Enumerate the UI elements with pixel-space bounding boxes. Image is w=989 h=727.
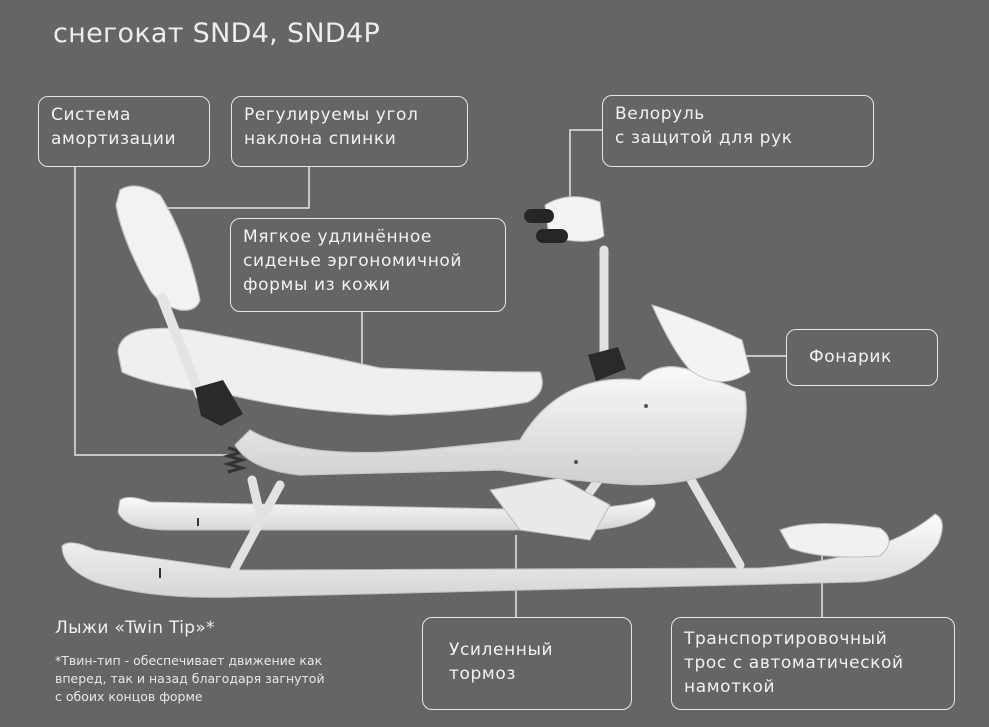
brake xyxy=(489,477,611,541)
headlight-cowl xyxy=(651,304,751,382)
callout-backrest: Регулируемы угол наклона спинки xyxy=(231,96,468,167)
callout-line: наклона спинки xyxy=(244,129,397,149)
page-title: снегокат SND4, SND4P xyxy=(53,18,381,49)
callout-line: амортизации xyxy=(51,129,177,149)
callout-seat: Мягкое удлинённое сиденье эргономичной ф… xyxy=(230,218,506,312)
callout-line: Транспортировочный xyxy=(684,629,888,649)
steering-clamp xyxy=(588,347,626,381)
callout-line: Мягкое удлинённое xyxy=(243,227,432,247)
callout-handlebar: Велоруль с защитой для рук xyxy=(602,95,874,167)
callout-line: формы из кожи xyxy=(243,275,391,295)
callout-line: сиденье эргономичной xyxy=(243,251,463,271)
skis-footnote: *Твин-тип - обеспечивает движение как вп… xyxy=(55,652,395,706)
callout-line: Регулируемы угол xyxy=(244,105,419,125)
right-grip xyxy=(536,229,568,243)
footnote-line: вперед, так и назад благодаря загнутой xyxy=(55,671,325,686)
backrest xyxy=(115,185,201,311)
callout-line: Фонарик xyxy=(809,347,892,367)
footnote-line: с обоих концов форме xyxy=(55,689,203,704)
callout-suspension: Система амортизации xyxy=(38,96,210,167)
footnote-line: *Твин-тип - обеспечивает движение как xyxy=(55,653,323,668)
chassis xyxy=(234,366,747,486)
callout-line: тормоз xyxy=(449,664,516,684)
callout-brake: Усиленный тормоз xyxy=(422,617,632,710)
skis-title: Лыжи «Twin Tip»* xyxy=(55,618,215,638)
front-ski xyxy=(61,513,943,598)
callout-line: трос с автоматической xyxy=(684,653,904,673)
callout-line: с защитой для рук xyxy=(615,128,793,148)
cable-winder xyxy=(779,522,890,558)
callout-line: намоткой xyxy=(684,677,776,697)
left-grip xyxy=(524,209,554,223)
callout-line: Велоруль xyxy=(615,104,705,124)
callout-cable: Транспортировочный трос с автоматической… xyxy=(671,617,955,710)
callout-line: Система xyxy=(51,105,132,125)
backrest-hinge xyxy=(195,380,243,426)
callout-line: Усиленный xyxy=(449,640,554,660)
callout-light: Фонарик xyxy=(786,329,938,386)
